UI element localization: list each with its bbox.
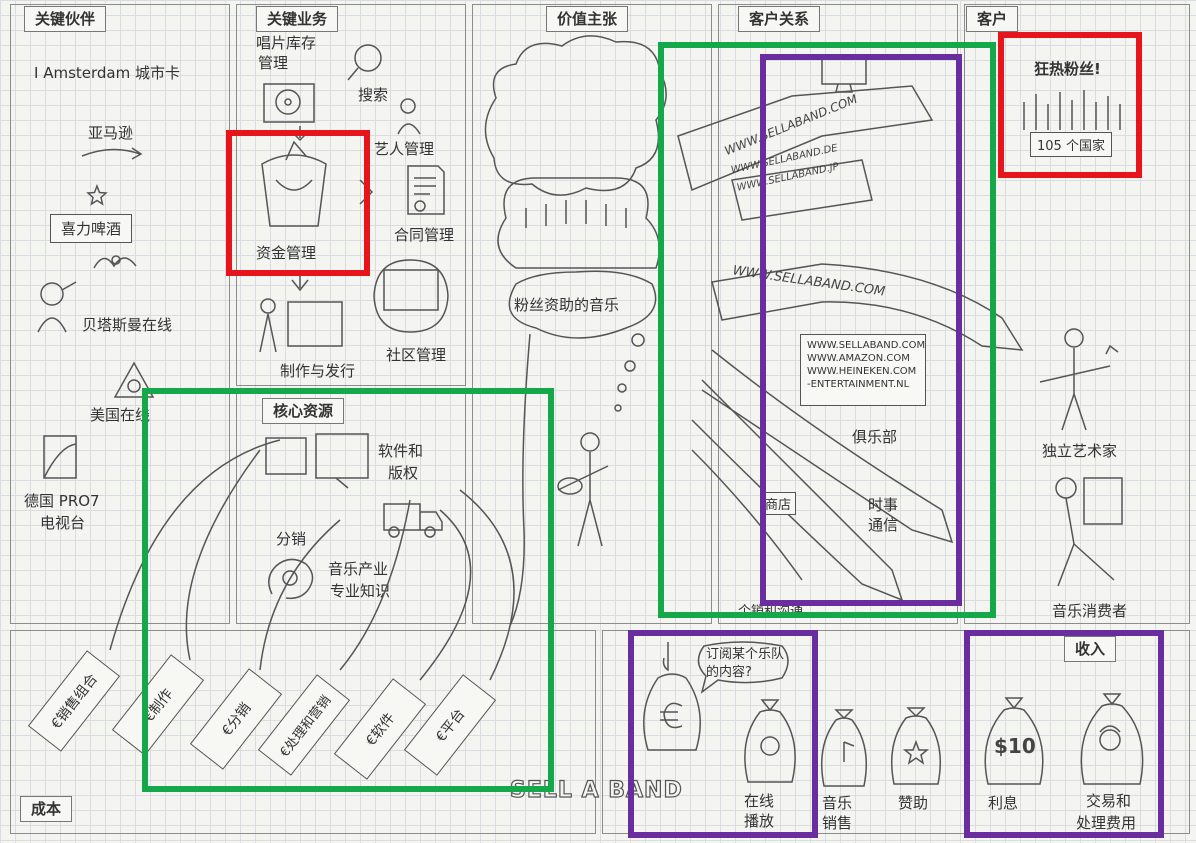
speech-bubble [697,641,789,694]
activity-production: 制作与发行 [280,362,356,380]
value-proposition-frame [472,4,712,624]
resource-distribution: 分销 [276,530,307,548]
activity-community-mgmt: 社区管理 [386,346,447,364]
resource-software-line2: 版权 [388,464,419,482]
partner-us-online: 美国在线 [90,406,151,424]
activity-search: 搜索 [358,86,389,104]
resource-expertise-line1: 音乐产业 [328,560,389,578]
bag-streaming-icon [744,699,796,783]
value-propositions-header: 价值主张 [546,6,629,32]
bag-interest-icon [984,697,1044,785]
fan-crowd-icon [1023,90,1121,130]
brain-icon [268,558,314,600]
partner-pro7: 德国 PRO7 [24,492,100,510]
revenue-interest: 利息 [988,794,1019,812]
customer-countries: 105 个国家 [1030,132,1112,157]
bag-fees-icon [1080,693,1144,785]
arrow-icon [81,147,143,160]
revenue-streams-frame [602,630,1190,834]
highlight-interest-fees [964,630,1164,838]
music-consumer-icon [1055,477,1123,587]
customer-segments-header: 客户 [966,6,1019,32]
software-monitor-icon [265,433,369,489]
resource-software-line1: 软件和 [378,442,424,460]
activity-inventory-line1: 唱片库存 [256,34,317,52]
resource-expertise-line2: 专业知识 [330,582,391,600]
activity-inventory-line2: 管理 [258,54,289,72]
revenue-sponsorship: 赞助 [898,794,929,812]
cost-structure-frame [10,630,596,834]
customer-music-consumers: 音乐消费者 [1052,602,1128,620]
cost-strings [109,439,515,681]
aol-triangle-icon [113,361,155,398]
partner-pro7-sub: 电视台 [40,514,86,532]
customer-relationships-header: 客户关系 [738,6,821,32]
relationship-news-line1: 时事 [868,496,899,514]
key-activities-frame [236,4,466,386]
partner-heineken: 喜力啤酒 [50,214,133,243]
highlight-customer-relationships [658,42,996,618]
revenue-sales-line1: 音乐 [822,794,853,812]
revenue-speech-text: 订阅某个乐队的内容? [706,647,785,680]
person-figure-icon [37,281,77,333]
revenue-fees-line2: 处理费用 [1076,814,1137,832]
indie-artist-icon [1039,328,1119,431]
revenue-streaming-line2: 播放 [744,812,775,830]
activity-artist-mgmt: 艺人管理 [374,140,435,158]
revenue-streaming-line1: 在线 [744,792,775,810]
key-activities-header: 关键业务 [256,6,339,32]
bag-music-sales-icon [821,709,867,787]
money-bag-large-icon [643,642,701,751]
key-resources-header: 核心资源 [262,398,345,424]
customer-fans: 狂热粉丝! [1034,60,1101,78]
partner-sites-screen: WWW.SELLABAND.COM WWW.AMAZON.COM WWW.HEI… [800,334,926,406]
partner-amazon: 亚马逊 [88,124,134,142]
screen-line-1: WWW.SELLABAND.COM [807,340,926,351]
highlight-online-channels [760,54,962,606]
contract-doc-icon [407,165,445,215]
delivery-truck-icon [383,503,443,538]
magnifier-icon [347,44,382,81]
customer-segments-frame [964,4,1190,624]
money-jar-icon [261,140,327,227]
screen-line-4: -ENTERTAINMENT.NL [807,379,910,390]
highlight-subscription-streaming [628,630,818,838]
value-fan-funded: 粉丝资助的音乐 [514,296,620,314]
record-stack-icon [263,83,315,123]
key-partners-header: 关键伙伴 [24,6,107,32]
relationship-store: 商店 [760,492,797,515]
key-partners-frame [10,4,230,624]
revenue-bag-price: $10 [994,734,1036,758]
customer-indie-artists: 独立艺术家 [1042,442,1118,460]
partner-amsterdam: I Amsterdam 城市卡 [34,64,180,82]
hops-leaf-icon [93,255,137,269]
costs-header: 成本 [20,796,73,822]
revenue-header: 收入 [1064,636,1117,662]
highlight-fund-management [226,130,370,276]
guitarist-figure-icon [557,432,609,547]
fan-crowd-cloud-icon [484,35,667,339]
thought-bubble-trail [614,333,645,412]
relationship-news-line2: 通信 [868,516,899,534]
relationship-club: 俱乐部 [852,428,898,446]
studio-figure-icon [259,298,343,353]
pro7-logo-icon [43,435,77,479]
activity-fund-mgmt: 资金管理 [256,244,317,262]
community-screen-icon [373,259,449,333]
screen-line-3: WWW.HEINEKEN.COM [807,366,917,377]
star-icon [86,184,108,206]
activity-contract-mgmt: 合同管理 [394,226,455,244]
bag-sponsorship-icon [891,707,941,785]
screen-line-2: WWW.AMAZON.COM [807,353,910,364]
revenue-sales-line2: 销售 [822,814,853,832]
highlight-key-resources-costs [142,388,554,792]
highlight-fans-countries [998,32,1142,178]
partner-bertelsmann: 贝塔斯曼在线 [82,316,173,334]
revenue-fees-line1: 交易和 [1086,792,1132,810]
artist-mic-icon [397,98,421,135]
